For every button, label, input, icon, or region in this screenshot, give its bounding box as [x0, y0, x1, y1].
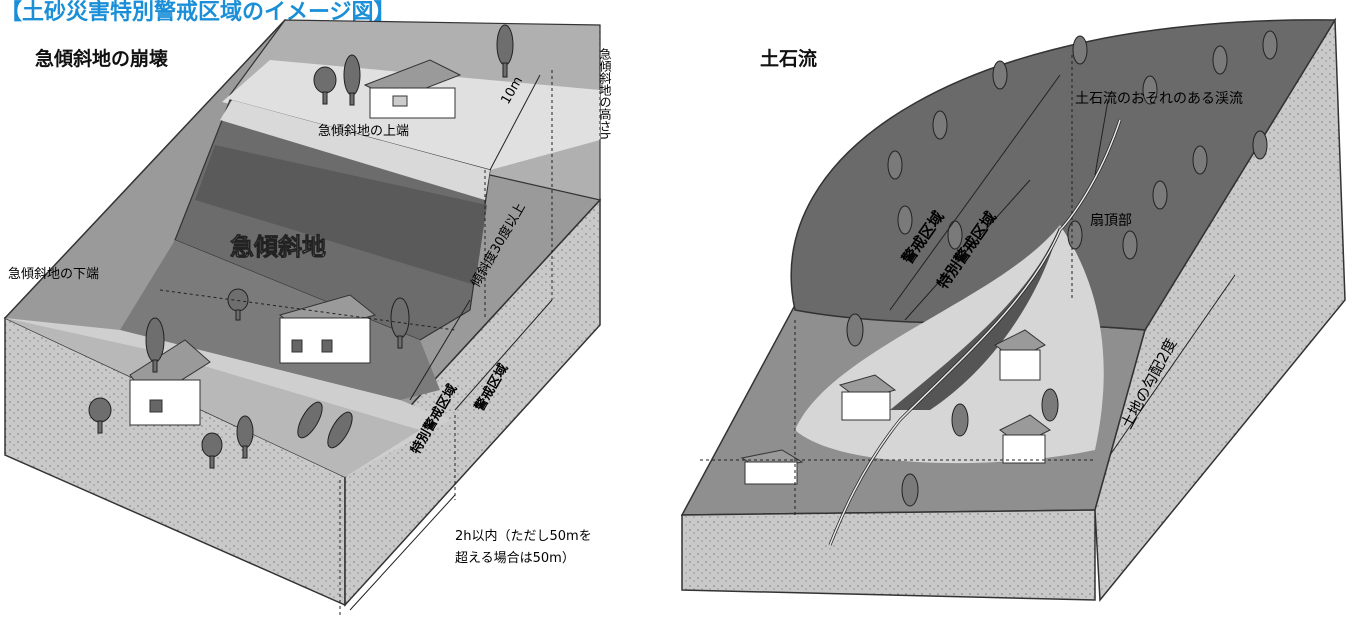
fan-apex-label: 扇頂部	[1090, 213, 1132, 229]
right-dimension-lines	[700, 55, 1236, 515]
left-side-soil	[344, 198, 601, 607]
distance-note-line2: 超える場合は50m）	[455, 551, 575, 566]
distance-note-line1: 2h以内（ただし50mを	[455, 528, 592, 544]
debris-flow-title: 土石流	[760, 48, 818, 70]
height-label: 急傾斜地の高さh	[598, 47, 612, 140]
slope-mid-dark	[195, 145, 487, 285]
right-front-soil	[681, 509, 1096, 601]
slope-name-label: 急傾斜地	[230, 233, 326, 261]
left-dimension-lines	[159, 25, 601, 615]
right-side-soil	[1094, 17, 1346, 602]
top-edge-label: 急傾斜地の上端	[318, 124, 409, 139]
house-rd-1	[994, 329, 1046, 381]
house-rd-3	[999, 414, 1051, 464]
steep-slope-title: 急傾斜地の崩壊	[35, 48, 169, 70]
slope-top-light	[220, 100, 490, 200]
house-upper	[363, 59, 462, 119]
bottom-edge-label: 急傾斜地の下端	[8, 267, 99, 282]
outer-ground-area	[5, 318, 420, 477]
right-trees	[846, 30, 1278, 507]
house-middle	[278, 294, 377, 364]
stream-highlight	[829, 119, 1121, 546]
house-rd-2	[838, 374, 897, 421]
stream-label: 土石流のおそれのある渓流	[1075, 91, 1243, 107]
left-trees	[88, 24, 514, 469]
house-lower	[129, 339, 211, 426]
